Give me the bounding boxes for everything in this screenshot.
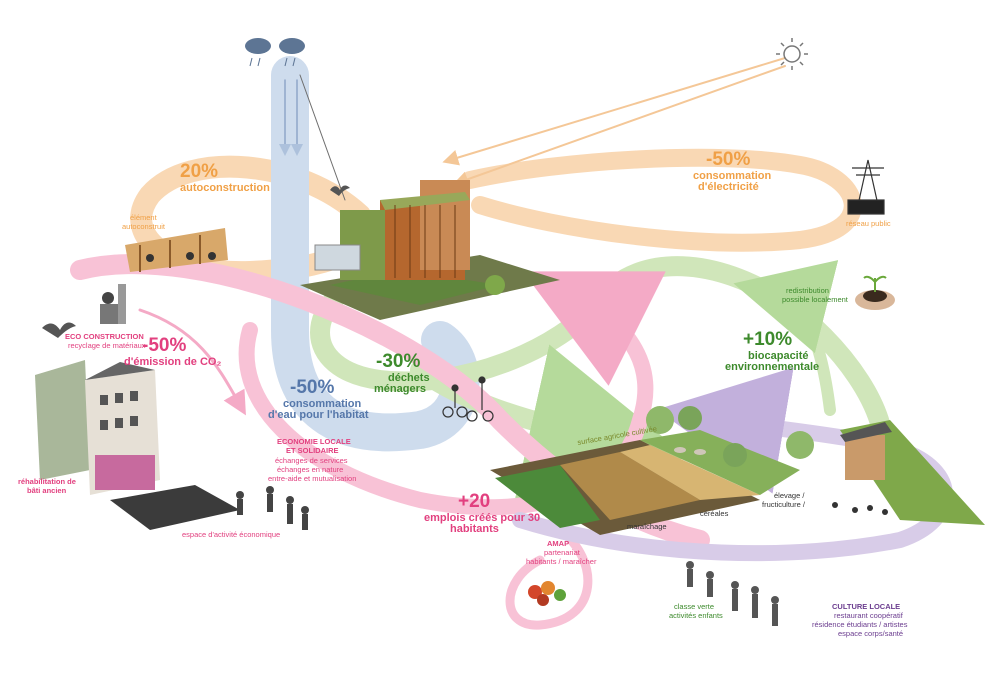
elevage-line1: élevage /	[774, 491, 805, 500]
amap-line1: partenariat	[544, 548, 580, 557]
economie-title-2: ET SOLIDAIRE	[286, 446, 339, 455]
orange-flow-right	[461, 148, 862, 252]
vegetables-basket-icon	[528, 581, 566, 606]
eau-line1: consommation	[283, 398, 362, 410]
green-flow-top	[733, 260, 839, 416]
sun-icon	[776, 38, 808, 70]
power-pylon-icon	[847, 159, 885, 215]
flow-ribbons	[70, 56, 953, 630]
eau-line2: d'eau pour l'habitat	[268, 409, 369, 421]
emplois-line1: emplois créés pour 30	[424, 512, 541, 524]
redistribution-line2: possible localement	[782, 295, 848, 304]
electricite-value: -50%	[706, 149, 751, 170]
reseau-label: réseau public	[846, 219, 891, 228]
rehabilitation-line2: bâti ancien	[27, 486, 67, 495]
classe-verte-line1: classe verte	[674, 602, 715, 611]
eco-construction-subtitle: recyclage de matériaux	[68, 341, 146, 350]
co2-label: d'émission de CO₂	[124, 356, 222, 368]
elevage-line2: fructiculture /	[762, 500, 805, 509]
amap-title: AMAP	[547, 539, 570, 548]
classe-verte-line2: activités enfants	[669, 611, 723, 620]
biocapacite-line2: environnementale	[725, 361, 820, 373]
eco-construction-title: ECO CONSTRUCTION	[65, 332, 144, 341]
espace-activite-label: espace d'activité économique	[182, 530, 281, 539]
eau-value: -50%	[290, 377, 335, 398]
culture-item-3: espace corps/santé	[838, 629, 904, 638]
pink-flow-co2	[138, 308, 246, 416]
rain-cable	[299, 74, 346, 201]
atelier-label-2: autoconstruit	[122, 222, 165, 231]
amap-line2: habitants / maraîcher	[526, 557, 597, 566]
old-buildings	[35, 360, 240, 530]
economie-item-3: entre-aide et mutualisation	[268, 474, 357, 483]
rehabilitation-line1: réhabilitation de	[18, 477, 76, 486]
seedling-hands-icon	[855, 275, 895, 310]
cyclists-icon	[442, 376, 494, 422]
sun-ray-2	[452, 65, 786, 187]
farmland	[490, 406, 814, 535]
culture-house	[832, 420, 985, 525]
pink-flow-left	[238, 271, 666, 516]
dechets-value: -30%	[376, 351, 421, 372]
dechets-line2: ménagers	[374, 383, 426, 395]
bird-icon	[42, 322, 76, 338]
biocapacite-line1: biocapacité	[748, 350, 809, 362]
sun-ray-1	[442, 57, 786, 166]
emplois-line2: habitants	[450, 523, 499, 535]
autoconstruction-label: autoconstruction	[180, 182, 270, 194]
worker-figure	[100, 284, 126, 324]
economie-item-1: échanges de services	[275, 456, 348, 465]
economie-title-1: ECONOMIE LOCALE	[277, 437, 351, 446]
cereales-label: céréales	[700, 509, 729, 518]
workshop-structure	[125, 228, 228, 272]
pink-flow-amap	[505, 525, 593, 630]
bird-icon-2	[330, 185, 350, 196]
emplois-value: +20	[458, 491, 491, 512]
people-crowd-left	[236, 486, 309, 530]
culture-title: CULTURE LOCALE	[832, 602, 901, 611]
atelier-label-1: élément	[130, 213, 157, 222]
autoconstruction-value: 20%	[180, 161, 219, 182]
co2-value: -50%	[142, 335, 187, 356]
economie-item-2: échanges en nature	[277, 465, 344, 474]
people-crowd-bottom	[686, 561, 779, 626]
biocapacite-value: +10%	[743, 329, 793, 350]
electricite-line1: consommation	[693, 170, 772, 182]
dechets-line1: déchets	[388, 372, 430, 384]
maraichage-label: maraîchage	[627, 522, 667, 531]
electricite-line2: d'électricité	[698, 181, 759, 193]
culture-item-2: résidence étudiants / artistes	[812, 620, 908, 629]
central-building	[300, 180, 560, 320]
culture-item-1: restaurant coopératif	[834, 611, 903, 620]
redistribution-line1: redistribution	[786, 286, 829, 295]
cloud-rain-icon	[245, 38, 305, 67]
